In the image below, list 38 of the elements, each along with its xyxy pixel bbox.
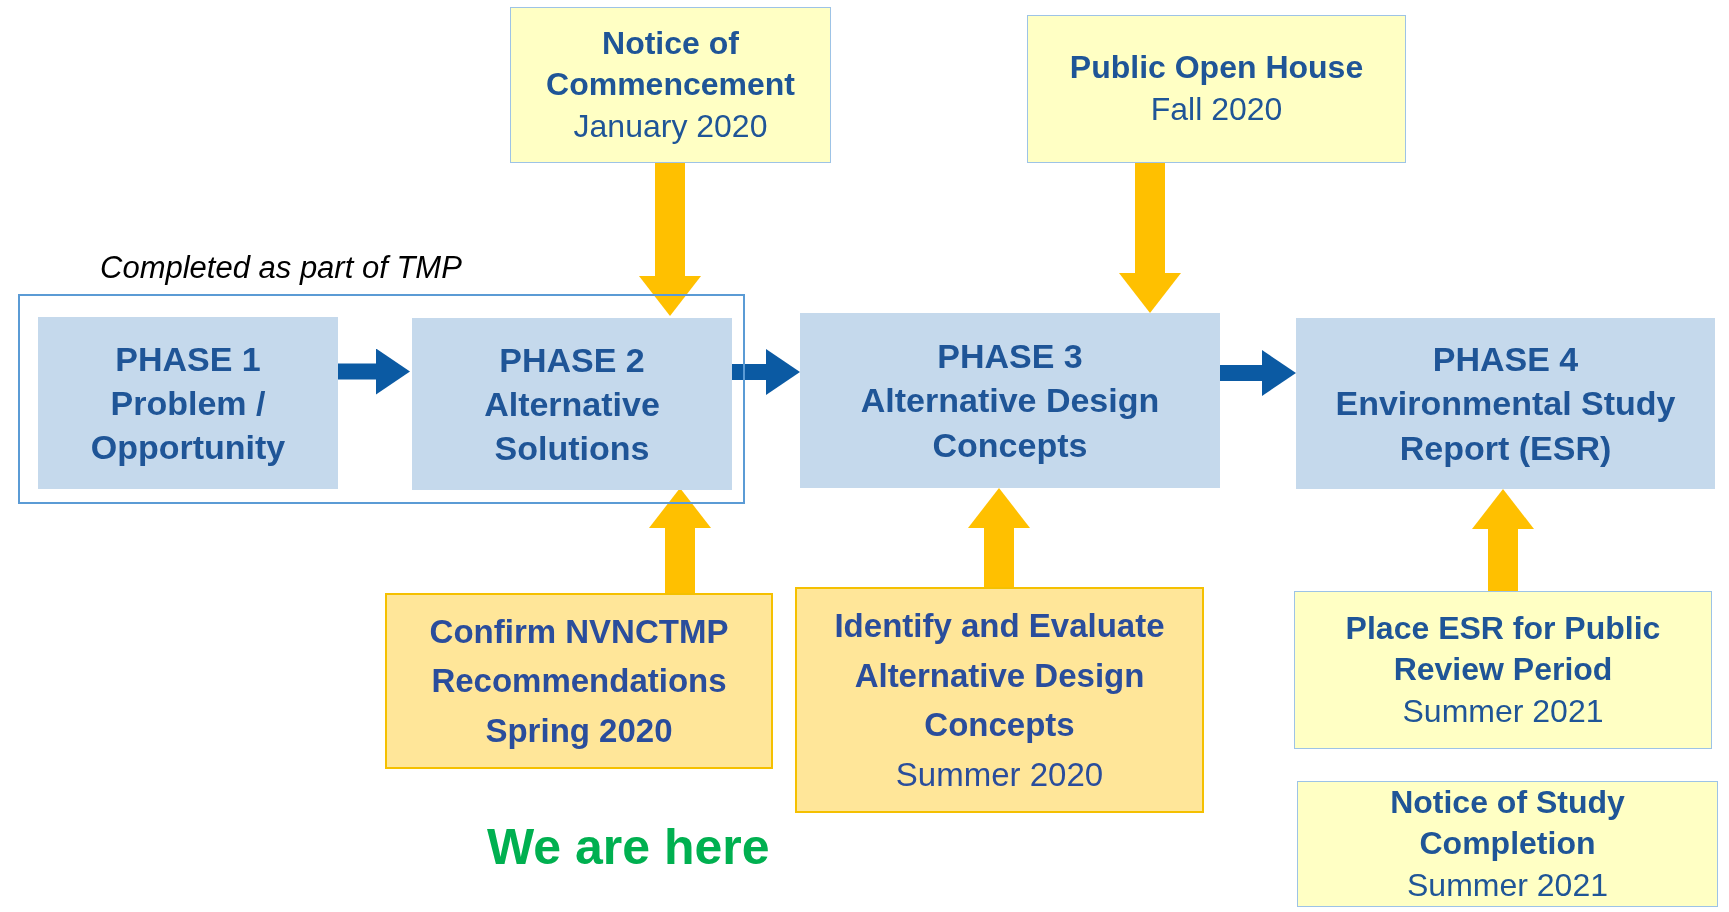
box-heading: Confirm NVNCTMP Recommendations (428, 611, 730, 702)
box-title: Environmental Study Report (ESR) (1334, 383, 1677, 469)
phase-box (1296, 318, 1715, 489)
box-heading: Identify and Evaluate Alternative Design Concepts (833, 606, 1166, 745)
phase-box (800, 313, 1220, 488)
date-text: Summer 2020 (894, 754, 1105, 795)
arrow (1472, 489, 1534, 591)
arrow (1220, 350, 1296, 396)
phase-box (38, 317, 338, 489)
box-title: Alternative Design Concepts (859, 380, 1161, 466)
box-heading: Notice of Commencement (545, 23, 796, 105)
box-heading: Place ESR for Public Review Period (1344, 608, 1662, 690)
date-text: January 2020 (572, 106, 769, 146)
phase-box (412, 318, 732, 490)
notice-box (510, 7, 831, 163)
box-title: Problem / Opportunity (89, 382, 287, 469)
box-title: Alternative Solutions (483, 383, 661, 470)
notice-box (1297, 781, 1718, 907)
box-title: Spring 2020 (484, 710, 674, 751)
arrow (639, 163, 701, 316)
date-text: Summer 2021 (1401, 691, 1605, 731)
group-heading: Completed as part of TMP (100, 250, 462, 286)
box-heading: PHASE 4 (1431, 339, 1580, 381)
box-heading: Public Open House (1068, 48, 1365, 88)
box-heading: PHASE 1 (114, 338, 262, 380)
box-heading: PHASE 3 (936, 336, 1084, 378)
notice-box (1027, 15, 1406, 163)
notice-box (1294, 591, 1712, 749)
arrow (968, 488, 1030, 587)
box-heading: PHASE 2 (498, 339, 646, 381)
arrow (649, 488, 711, 593)
task-box (385, 593, 773, 769)
status-label: We are here (487, 818, 770, 876)
date-text: Summer 2021 (1406, 865, 1609, 905)
arrow (1119, 163, 1181, 313)
task-box (795, 587, 1204, 813)
date-text: Fall 2020 (1149, 90, 1284, 129)
box-heading: Notice of Study Completion (1389, 782, 1626, 864)
